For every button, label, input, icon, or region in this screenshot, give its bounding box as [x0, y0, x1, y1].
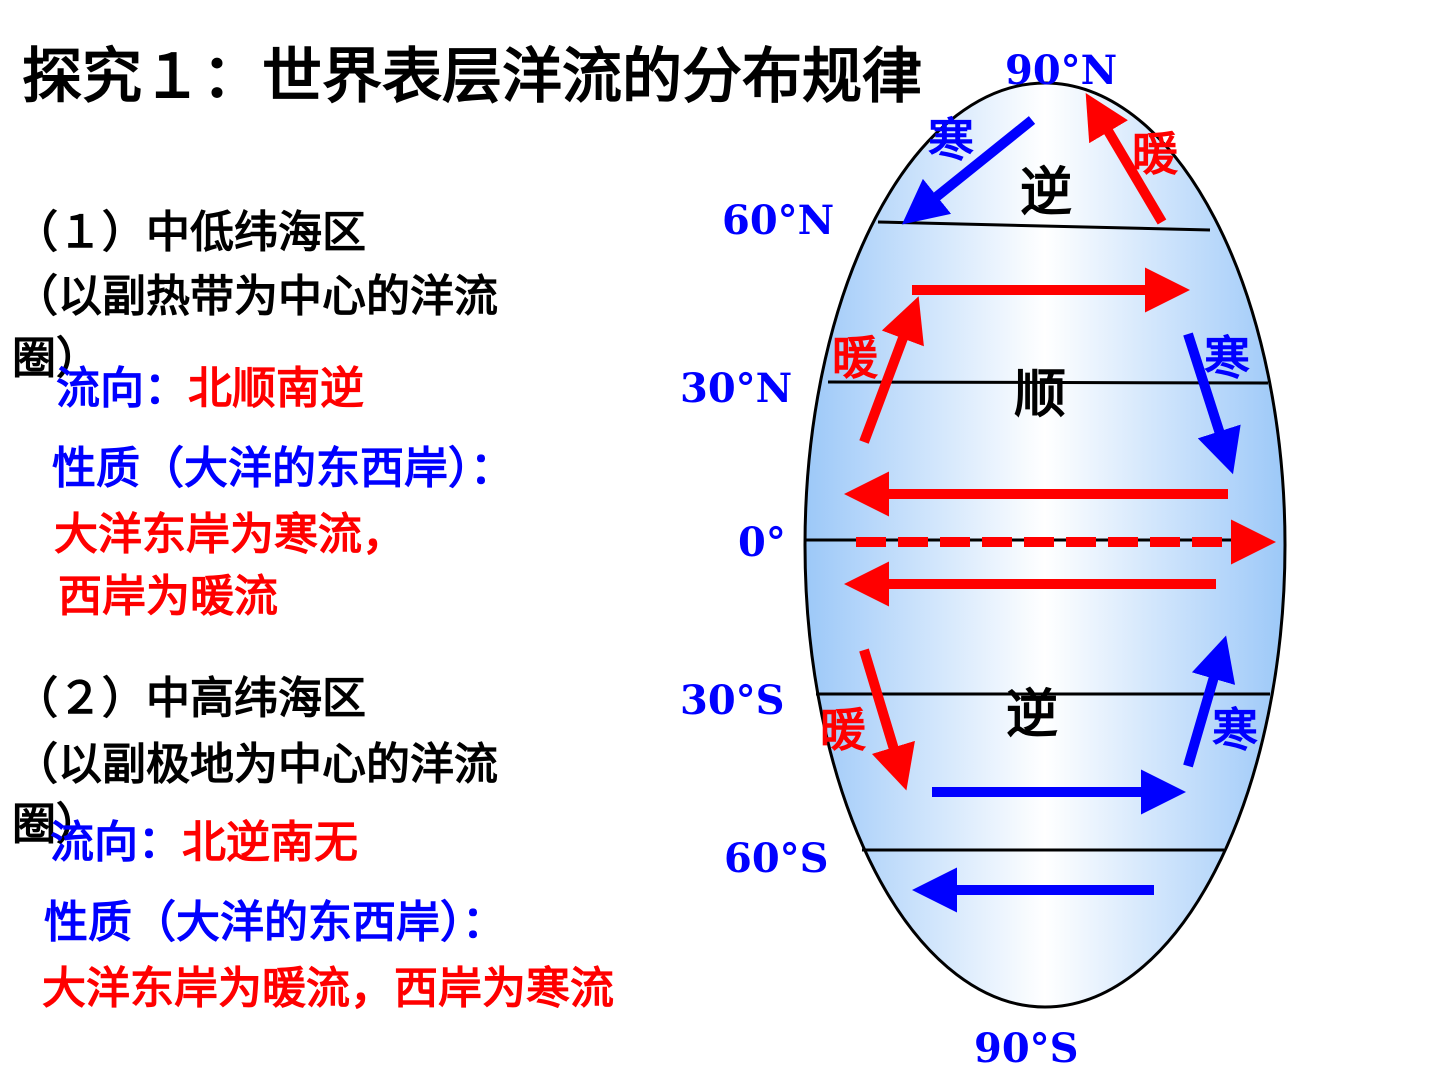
warm-current-arrow-west-south: [859, 648, 915, 791]
section1-nature-line1: 大洋东岸为寒流，: [54, 509, 406, 560]
section2-nature-label: 性质（大洋的东西岸）：: [44, 897, 506, 948]
lat-label-90s: 90°S: [974, 1025, 1079, 1072]
section1-flow-label: 流向：: [56, 363, 188, 414]
lat-label-equator: 0°: [738, 519, 786, 566]
section1-nature-line2: 西岸为暖流: [58, 571, 278, 622]
page-title: 探究１：世界表层洋流的分布规律: [22, 42, 922, 112]
warm-label-w-north: 暖: [832, 331, 879, 385]
section2-nature-line1: 大洋东岸为暖流，西岸为寒流: [42, 963, 614, 1014]
section2-flow-value: 北逆南无: [182, 817, 358, 868]
lat-label-30s: 30°S: [680, 677, 785, 724]
section2-flow: 流向：北逆南无: [50, 806, 358, 870]
section2-subheading: （以副极地为中心的洋流: [14, 739, 498, 790]
warm-current-arrow-ne: [1085, 93, 1167, 225]
gyre-label-north-mid: 顺: [1014, 365, 1066, 425]
cold-current-arrow-nw: [901, 116, 1036, 225]
cold-current-arrow-east-north: [1183, 332, 1241, 475]
latitude-line-30n: [827, 380, 1269, 385]
section1-nature-label: 性质（大洋的东西岸）：: [52, 443, 514, 494]
cold-label-e-north: 寒: [1204, 331, 1250, 385]
lat-label-90n: 90°N: [1005, 47, 1117, 94]
warm-current-arrow-west-north: [859, 296, 924, 444]
cold-label-e-south: 寒: [1212, 703, 1258, 757]
lat-label-60s: 60°S: [724, 835, 829, 882]
cold-label-nw: 寒: [928, 113, 974, 167]
gyre-label-south-mid: 逆: [1006, 685, 1058, 745]
section1-subheading-cont: 圈）: [12, 333, 100, 384]
cold-current-arrow-east-south: [1183, 635, 1236, 768]
warm-label-w-south: 暖: [820, 703, 867, 757]
section1-subheading: （以副热带为中心的洋流: [14, 271, 498, 322]
warm-label-ne: 暖: [1132, 127, 1179, 181]
section2-heading: （２）中高纬海区: [14, 673, 366, 724]
section1-flow-value: 北顺南逆: [188, 363, 364, 414]
lat-label-30n: 30°N: [680, 365, 792, 412]
section2-subheading-cont: 圈）: [12, 799, 100, 850]
gyre-label-north-high: 逆: [1020, 163, 1072, 223]
section1-heading: （１）中低纬海区: [14, 207, 366, 258]
lat-label-60n: 60°N: [722, 197, 834, 244]
section1-flow: 流向：北顺南逆: [56, 352, 364, 416]
section2-flow-label: 流向：: [50, 817, 182, 868]
